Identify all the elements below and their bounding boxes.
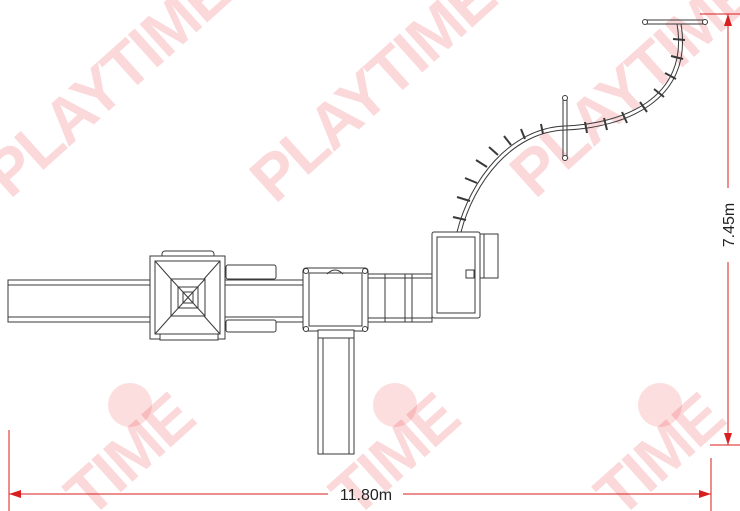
height-arrow-bottom [724,433,732,445]
watermark-text-3: PLAYTIME [496,0,740,210]
right-tower [431,231,499,319]
height-label: 7.45m [721,203,738,247]
height-dimension: 7.45m [700,13,740,446]
watermark-text-2: PLAYTIME [236,0,509,215]
watermark-top-row: PLAYTIME PLAYTIME PLAYTIME PLAYTIME PLAY… [0,0,740,215]
width-label: 11.80m [340,487,392,504]
playground-plan [7,19,708,455]
monkey-bar-rungs [452,38,686,221]
width-arrow-left [9,490,21,498]
watermark-bottom-row: TIME TIME TIME [51,380,737,511]
middle-deck [302,267,369,332]
height-arrow-top [724,14,732,26]
width-dimension: 11.80m [8,430,712,511]
crawl-panels [367,273,433,323]
watermark-text-1: PLAYTIME [0,0,244,210]
bottom-slide [317,329,355,455]
left-slide [7,279,154,323]
bridge [224,264,306,333]
width-arrow-right [699,490,711,498]
roofed-tower [149,250,226,341]
monkey-bars [452,19,708,233]
watermark-logo-3 [638,383,682,427]
watermark-logo-1 [108,383,152,427]
watermark-logo-2 [373,383,417,427]
